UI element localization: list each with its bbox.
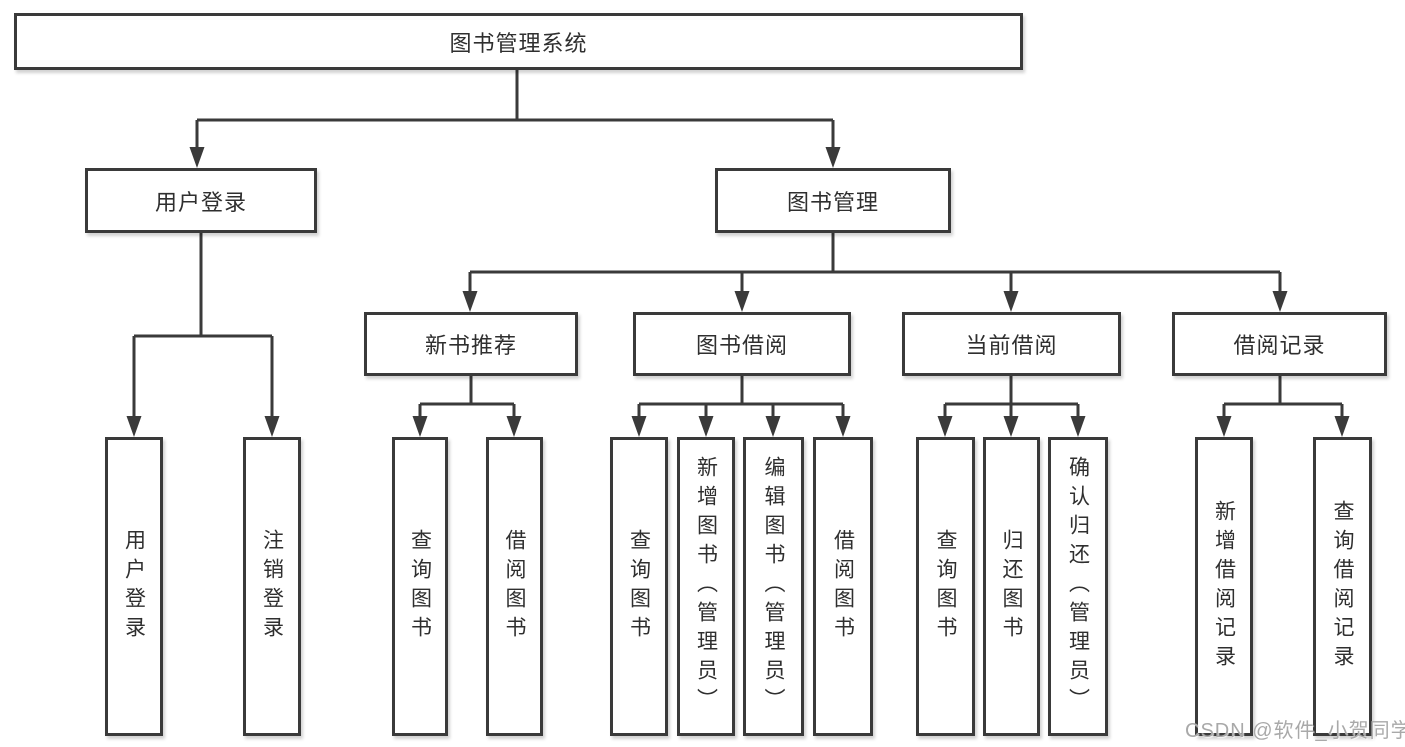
leaf-add-book-admin: 新增图书（管理员）	[677, 437, 735, 736]
leaf-query-books-recommend: 查询图书	[392, 437, 448, 736]
leaf-edit-book-admin: 编辑图书（管理员）	[743, 437, 804, 736]
leaf-borrow-books-recommend: 借阅图书	[486, 437, 543, 736]
leaf-borrow-books: 借阅图书	[813, 437, 873, 736]
arrowheads	[126, 147, 1350, 437]
node-current-borrow: 当前借阅	[902, 312, 1121, 376]
leaf-logout: 注销登录	[243, 437, 301, 736]
node-system-root: 图书管理系统	[14, 13, 1023, 70]
node-book-management: 图书管理	[715, 168, 951, 233]
node-new-book-recommend: 新书推荐	[364, 312, 578, 376]
leaf-query-books-current: 查询图书	[916, 437, 975, 736]
node-borrow-records: 借阅记录	[1172, 312, 1387, 376]
leaf-query-books-borrow: 查询图书	[610, 437, 668, 736]
node-user-login-branch: 用户登录	[85, 168, 317, 233]
leaf-confirm-return-admin: 确认归还（管理员）	[1048, 437, 1108, 736]
leaf-query-borrow-record: 查询借阅记录	[1313, 437, 1372, 736]
leaf-user-login: 用户登录	[105, 437, 163, 736]
node-book-borrow: 图书借阅	[633, 312, 851, 376]
leaf-return-book: 归还图书	[983, 437, 1040, 736]
csdn-watermark: CSDN @软件_小贺同学	[1185, 720, 1405, 742]
leaf-add-borrow-record: 新增借阅记录	[1195, 437, 1253, 736]
